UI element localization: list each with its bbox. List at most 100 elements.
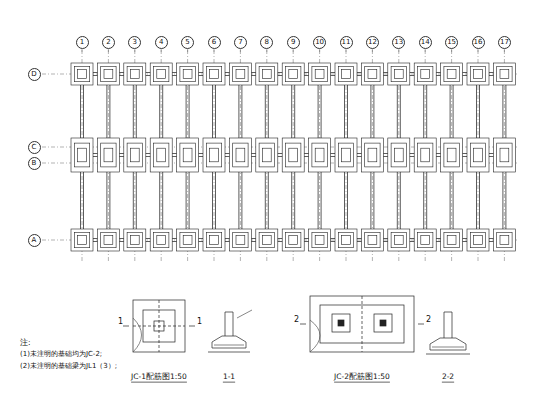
- footing-outline: [127, 66, 142, 81]
- footing-outline: [309, 138, 331, 172]
- grid-bubble: B: [28, 157, 41, 170]
- footing-outline: [157, 236, 166, 245]
- footing-outline: [394, 148, 403, 162]
- footing-outline: [71, 63, 93, 85]
- footing-outline: [183, 236, 192, 245]
- plan-stroke: [319, 49, 320, 52]
- footing-outline: [286, 143, 301, 167]
- footing-outline: [259, 143, 274, 167]
- footing-outline: [124, 138, 146, 172]
- footing-outline: [183, 148, 192, 162]
- grid-label: B: [32, 160, 37, 167]
- footing-outline: [206, 143, 221, 167]
- note-text: (2)未注明的基础梁为JL1（3）;: [20, 363, 117, 371]
- grid-bubble: 15: [445, 36, 458, 49]
- grid-bubble: 6: [208, 36, 221, 49]
- section-mark: 1: [197, 318, 202, 327]
- footing-outline: [177, 229, 199, 251]
- footing-outline: [177, 63, 199, 85]
- grid-label: 5: [185, 39, 189, 46]
- grid-bubble: 13: [392, 36, 405, 49]
- grid-label: 10: [315, 39, 324, 46]
- footing-outline: [229, 229, 251, 251]
- grid-label: 4: [159, 39, 163, 46]
- grid-bubble: 11: [340, 36, 353, 49]
- footing-outline: [421, 236, 430, 245]
- footing-outline: [368, 70, 377, 79]
- plan-stroke: [451, 49, 452, 52]
- footing-outline: [309, 229, 331, 251]
- footing-outline: [101, 66, 116, 81]
- footing-outline: [78, 236, 87, 245]
- footing-outline: [444, 66, 459, 81]
- footing-outline: [154, 143, 169, 167]
- footing-outline: [259, 66, 274, 81]
- footing-outline: [154, 232, 169, 247]
- footing-outline: [282, 229, 304, 251]
- grid-bubble: 2: [102, 36, 115, 49]
- footing-outline: [467, 138, 489, 172]
- note-heading: 注:: [20, 339, 31, 347]
- grid-label: 6: [212, 39, 216, 46]
- footing-outline: [338, 143, 353, 167]
- footing-outline: [289, 236, 298, 245]
- plan-stroke: [372, 49, 373, 52]
- plan-stroke: [214, 49, 215, 52]
- footing-outline: [441, 63, 463, 85]
- footing-outline: [97, 229, 119, 251]
- footing-outline: [335, 229, 357, 251]
- footing-outline: [229, 63, 251, 85]
- plan-stroke: [187, 49, 188, 52]
- footing-outline: [467, 229, 489, 251]
- footing-outline: [394, 236, 403, 245]
- grid-bubble: 4: [155, 36, 168, 49]
- footing-outline: [101, 143, 116, 167]
- footing-outline: [157, 148, 166, 162]
- footing-outline: [130, 236, 139, 245]
- grid-bubble: 17: [498, 36, 511, 49]
- plan-stroke: [504, 49, 505, 52]
- plan-stroke: [134, 49, 135, 52]
- footing-outline: [388, 138, 410, 172]
- footing-outline: [447, 236, 456, 245]
- footing-outline: [388, 63, 410, 85]
- plan-stroke: [240, 49, 241, 52]
- detail-title: JC-1配筋图1:50: [131, 373, 187, 381]
- footing-outline: [183, 70, 192, 79]
- footing-outline: [467, 63, 489, 85]
- section-mark: 1: [118, 318, 123, 327]
- plan-stroke: [161, 49, 162, 52]
- footing-outline: [497, 66, 512, 81]
- footing-outline: [127, 143, 142, 167]
- footing-outline: [391, 232, 406, 247]
- footing-outline: [338, 232, 353, 247]
- footing-outline: [130, 148, 139, 162]
- footing-outline: [154, 66, 169, 81]
- footing-outline: [233, 232, 248, 247]
- footing-outline: [470, 232, 485, 247]
- footing-outline: [500, 148, 509, 162]
- footing-outline: [104, 236, 113, 245]
- footing-outline: [203, 138, 225, 172]
- footing-outline: [262, 236, 271, 245]
- plan-stroke: [266, 49, 267, 52]
- grid-bubble: 16: [472, 36, 485, 49]
- footing-outline: [282, 138, 304, 172]
- plan-stroke: [293, 49, 294, 52]
- footing-outline: [210, 236, 219, 245]
- grid-label: 17: [500, 39, 509, 46]
- footing-outline: [286, 66, 301, 81]
- footing-outline: [470, 66, 485, 81]
- footing-outline: [315, 236, 324, 245]
- plan-stroke: [478, 49, 479, 52]
- footing-outline: [447, 148, 456, 162]
- note-text: (1)未注明的基础均为JC-2;: [20, 351, 102, 359]
- footing-outline: [180, 66, 195, 81]
- grid-label: 13: [394, 39, 403, 46]
- footing-outline: [127, 232, 142, 247]
- footing-outline: [315, 148, 324, 162]
- footing-outline: [365, 66, 380, 81]
- section-mark: 2: [426, 316, 431, 325]
- footing-outline: [233, 143, 248, 167]
